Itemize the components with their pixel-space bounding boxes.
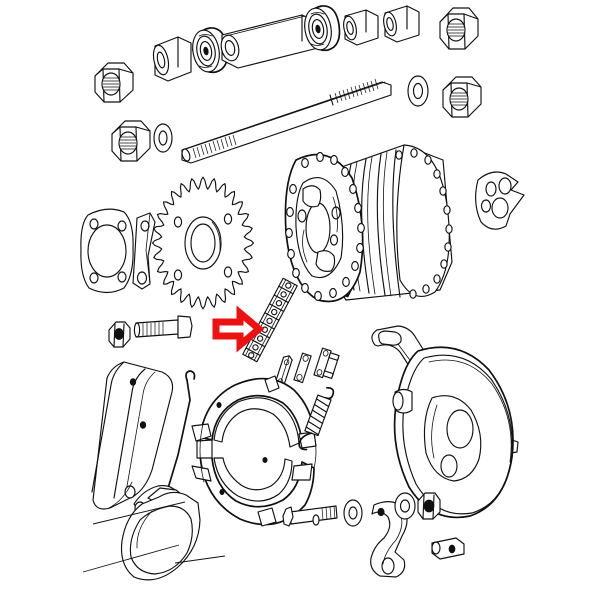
- part-chain-link-outer: Chain outer link: [293, 352, 312, 384]
- part-guard-clamp: Chain guard clamp: [82, 485, 226, 581]
- part-brake-cam: Brake cam / pin: [431, 537, 465, 560]
- part-lever-nut: Brake lever nut: [417, 492, 441, 520]
- part-spacer-left: Bearing spacer (left): [152, 36, 192, 82]
- part-sprocket-nut: Sprocket nut: [108, 321, 131, 348]
- part-nut-right-outer: Axle nut (right outer): [439, 7, 479, 50]
- part-lock-plate: Sprocket lock plate: [132, 212, 156, 290]
- part-nut-left-inner: Axle nut (left inner): [111, 120, 151, 162]
- part-spacer-right-1: Bearing spacer (right): [343, 9, 379, 46]
- part-distance-tube: Axle distance tube: [220, 14, 319, 69]
- part-lever-washer: Brake lever washer: [394, 492, 416, 520]
- part-sprocket: Rear sprocket (28 teeth): [151, 176, 255, 310]
- part-nut-right-inner: Axle nut (right inner): [442, 76, 482, 118]
- part-torque-arm-washer: Torque arm washer: [343, 499, 363, 527]
- red-highlight-arrow: Arrow pointing at: drive-chain: [212, 305, 265, 353]
- part-chain-guard: Chain guard / cover: [91, 361, 174, 510]
- part-brake-shoes: Brake shoes (pair, lined): [191, 375, 317, 527]
- part-spacer-right-2: Hub spacer: [383, 5, 420, 43]
- part-sprocket-flange: Sprocket carrier flange: [80, 208, 134, 294]
- part-brake-spring: Brake shoe return spring: [298, 386, 335, 451]
- part-torque-arm-bolt: Torque arm bolt: [282, 505, 338, 527]
- part-washer-left: Flat washer (left): [153, 123, 173, 153]
- part-bearing-right: Ball bearing (right): [304, 5, 341, 52]
- part-brake-cam-plate: Brake cam lever plate: [475, 171, 525, 230]
- part-shoe-pin: Brake shoe pivot pin: [312, 514, 320, 526]
- part-washer-right: Flat washer (right): [407, 75, 429, 107]
- part-chain-master-link: Chain master link / clip: [313, 347, 340, 380]
- part-sprocket-bolt: Sprocket bolt: [133, 315, 193, 339]
- part-axle: Wheel axle (threaded spindle): [181, 78, 392, 164]
- part-nut-left-outer: Axle nut (left outer): [94, 62, 134, 103]
- part-drive-chain: Drive chain: [242, 277, 298, 363]
- part-brake-plate: Brake backing plate w/ torque arm: [371, 325, 519, 519]
- part-wheel-hub: Rear wheel hub / brake drum: [284, 144, 453, 303]
